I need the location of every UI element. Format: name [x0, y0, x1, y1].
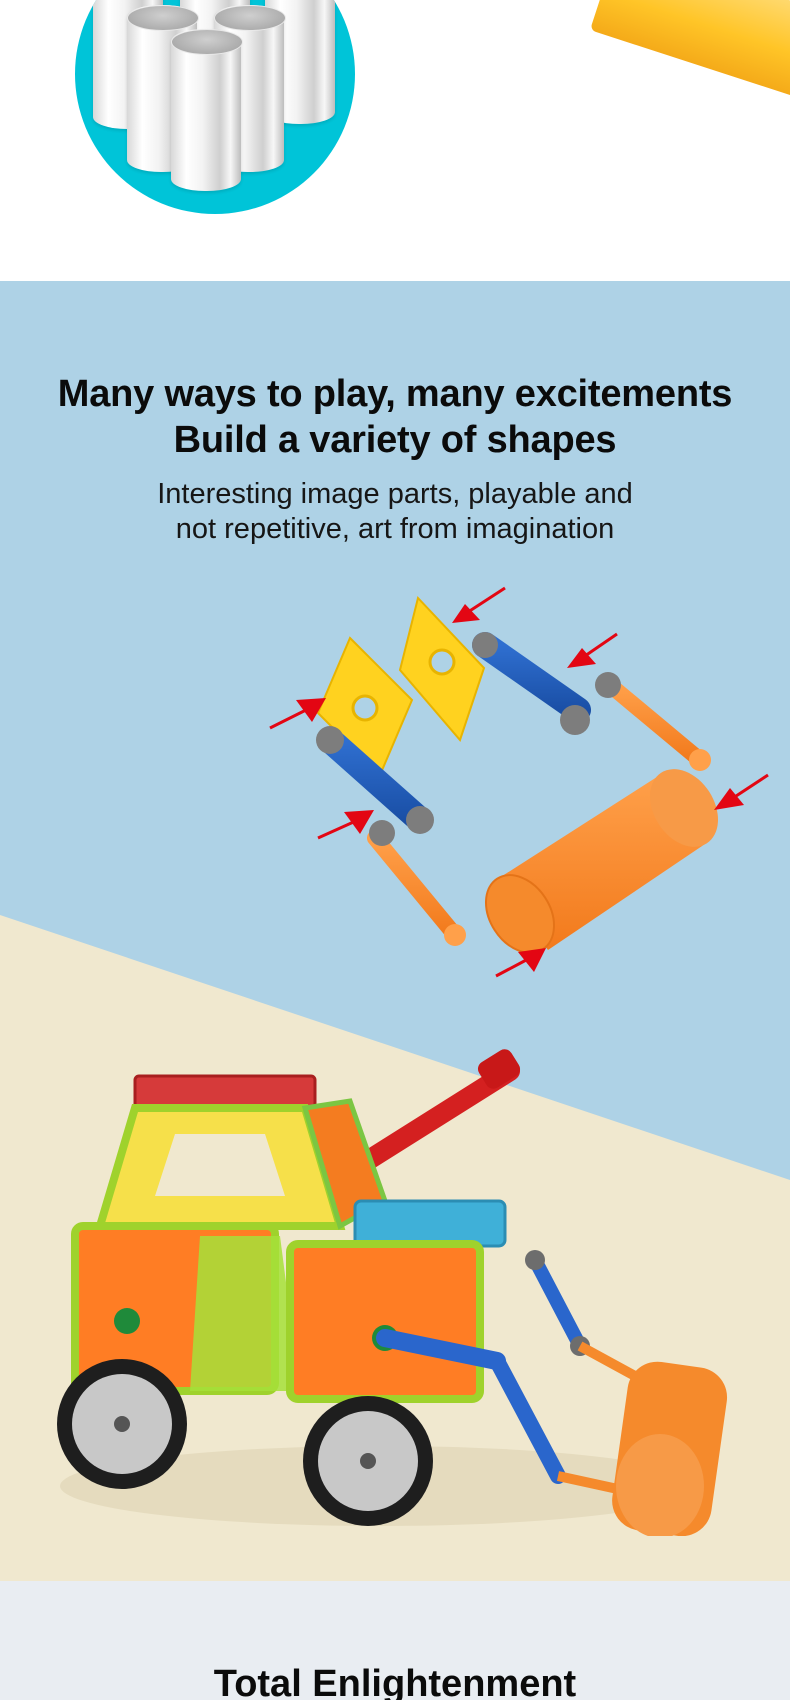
orange-roller — [484, 769, 719, 954]
blue-link — [472, 632, 591, 735]
parts-diagram-image — [269, 586, 769, 978]
magnet-cylinder — [171, 29, 243, 191]
blue-link — [316, 726, 434, 834]
yellow-tile-image — [590, 0, 790, 111]
orange-arm — [367, 820, 466, 946]
magnet-cluster-image — [75, 0, 355, 214]
arrow-icon — [495, 948, 546, 978]
roller — [556, 1341, 728, 1536]
arrow-icon — [714, 773, 769, 810]
section-subtext: Interesting image parts, playable and no… — [0, 477, 790, 547]
toy-vehicle-image — [57, 1049, 728, 1536]
section-title: Total Enlightenment — [213, 1663, 577, 1700]
enlightenment-section: Total Enlightenment — [0, 1581, 790, 1700]
arrow-icons — [269, 586, 769, 978]
wheel — [303, 1396, 433, 1526]
play-section: Many ways to play, many excitements Buil… — [0, 281, 790, 1581]
arrow-icon — [452, 586, 506, 623]
arrow-icon — [567, 632, 618, 668]
subtext-line-2: not repetitive, art from imagination — [175, 513, 615, 545]
arrow-icon — [317, 810, 374, 840]
wheel — [57, 1359, 187, 1489]
yellow-plate — [398, 595, 486, 742]
subtext-line-1: Interesting image parts, playable and — [157, 478, 633, 510]
section-heading: Many ways to play, many excitements Buil… — [0, 371, 790, 463]
orange-arm — [595, 672, 711, 771]
magnets-section — [0, 0, 790, 281]
roof-tile — [133, 1074, 317, 1110]
heading-line-1: Many ways to play, many excitements — [57, 373, 733, 415]
arrow-icon — [269, 698, 326, 730]
heading-line-2: Build a variety of shapes — [173, 419, 617, 461]
